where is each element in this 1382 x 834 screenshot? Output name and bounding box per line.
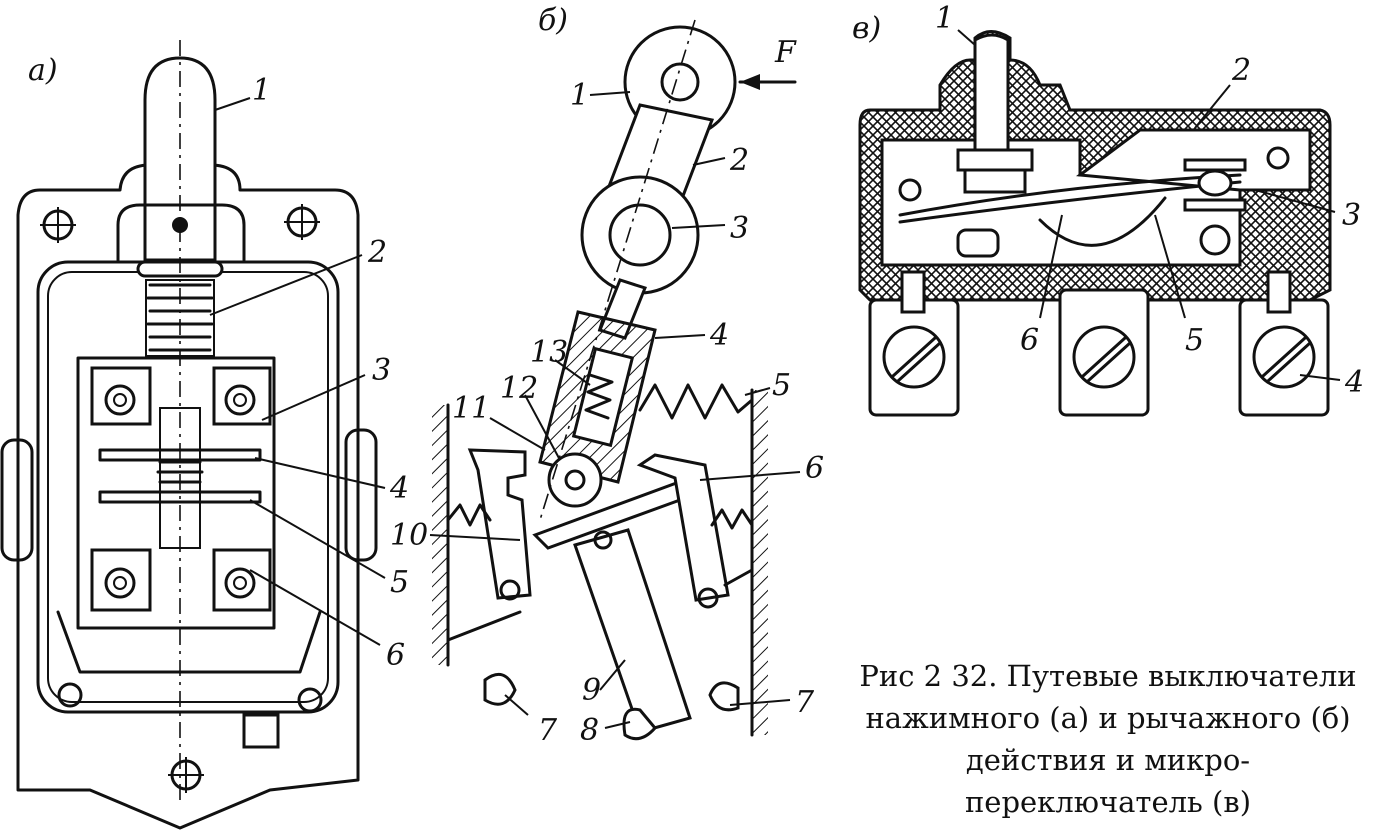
callout-b-3: 3 [730,211,749,246]
figure-caption: Рис 2 32. Путевые выключатели нажимного … [838,655,1378,823]
panel-b-title: б) [538,3,568,38]
panel-c-drawing [858,29,1341,417]
callout-b-9: 9 [582,673,601,708]
force-label: F [774,35,797,70]
callout-b-6: 6 [805,451,824,486]
callout-c-6: 6 [1020,323,1039,358]
callout-c-5: 5 [1185,323,1204,358]
caption-line: Рис 2 32. Путевые выключатели [859,659,1357,693]
callout-a-6: 6 [386,638,405,673]
callout-b-12: 12 [500,371,538,406]
panel-a-title: а) [28,53,58,88]
callout-a-3: 3 [372,353,391,388]
callout-a-2: 2 [367,235,387,270]
callout-c-2: 2 [1231,53,1251,88]
caption-line: нажимного (а) и рычажного (б) [865,701,1351,735]
callout-b-1: 1 [570,78,589,113]
caption-line: действия и микро- [965,743,1251,777]
panel-c-title: в) [852,11,881,46]
callout-a-1: 1 [252,73,271,108]
callout-c-3: 3 [1342,198,1361,233]
callout-b-4: 4 [709,318,729,353]
callout-b-5: 5 [772,368,791,403]
callout-b-2: 2 [729,143,749,178]
callout-a-5: 5 [390,565,409,600]
callout-b-7-left: 7 [538,713,558,748]
callout-b-10: 10 [390,518,428,553]
callout-b-7-right: 7 [795,685,815,720]
panel-b-drawing [429,19,801,741]
caption-line: переключатель (в) [964,785,1252,819]
panel-a-drawing [0,40,386,830]
callout-c-1: 1 [935,1,954,36]
callout-a-4: 4 [389,471,409,506]
callout-b-13: 13 [530,335,568,370]
callout-b-11: 11 [452,391,490,426]
callout-b-8: 8 [580,713,599,748]
callout-c-4: 4 [1344,365,1364,400]
